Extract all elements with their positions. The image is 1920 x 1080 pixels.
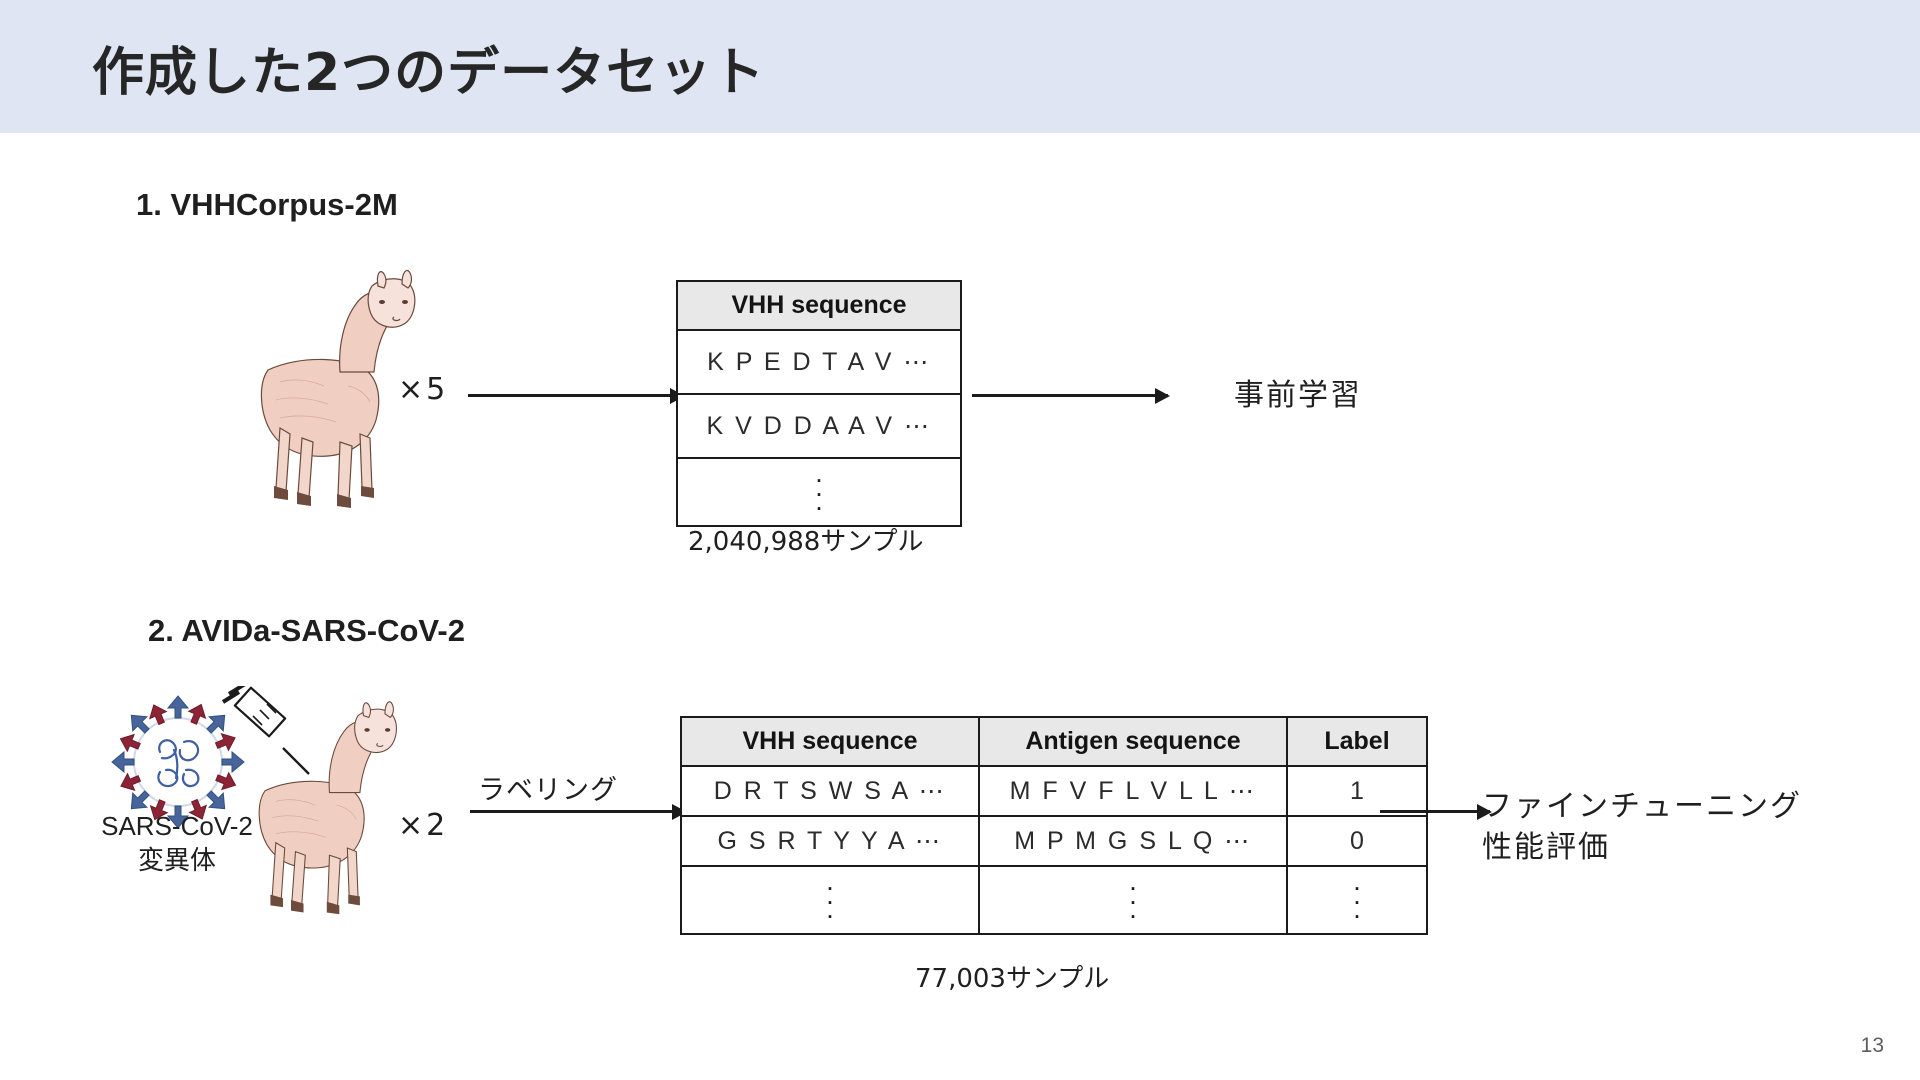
- caption-sample-count-2: 77,003サンプル: [915, 964, 1110, 994]
- table-row: G S R T Y Y A ⋯ M P M G S L Q ⋯ 0: [680, 815, 1428, 867]
- alpaca-illustration: [260, 269, 416, 508]
- table-row: K P E D T A V ⋯: [676, 329, 962, 395]
- syringe-icon: [221, 686, 310, 775]
- section-heading-avida: 2. AVIDa-SARS-CoV-2: [148, 613, 465, 648]
- table-row: ···: [676, 456, 962, 528]
- virus-caption-line-1: SARS-CoV-2: [101, 811, 253, 841]
- column-header-label: Label: [1286, 716, 1428, 767]
- column-header-vhh-sequence: VHH sequence: [676, 280, 962, 331]
- arrow-to-pretraining: [972, 394, 1168, 397]
- table-header-row: VHH sequence: [676, 280, 962, 331]
- vertical-ellipsis-icon: ···: [825, 872, 835, 931]
- output-label-line-2: 性能評価: [1482, 830, 1610, 866]
- cell-antigen-sequence: M F V F L V L L ⋯: [978, 765, 1288, 817]
- vertical-ellipsis-icon: ···: [814, 464, 824, 523]
- vhhcorpus-table: VHH sequence K P E D T A V ⋯ K V D D A A…: [676, 280, 962, 528]
- table-header-row: VHH sequence Antigen sequence Label: [680, 716, 1428, 767]
- arrow-to-table-2: [470, 810, 685, 813]
- cell-vertical-ellipsis: ···: [978, 864, 1288, 936]
- alpaca-illustration: [258, 701, 397, 915]
- cell-vertical-ellipsis: ···: [1286, 864, 1428, 936]
- virus-caption-line-2: 変異体: [137, 844, 216, 875]
- multiplier-x2: ×2: [398, 808, 449, 843]
- cell-vertical-ellipsis: ···: [680, 864, 980, 936]
- column-header-vhh-sequence: VHH sequence: [680, 716, 980, 767]
- caption-sample-count-1: 2,040,988サンプル: [688, 527, 924, 557]
- avida-table: VHH sequence Antigen sequence Label D R …: [680, 716, 1428, 936]
- page-title: 作成した2つのデータセット: [92, 43, 766, 103]
- output-label-finetuning: ファインチューニング 性能評価: [1482, 786, 1802, 869]
- table-row: K V D D A A V ⋯: [676, 393, 962, 459]
- virus-caption: SARS-CoV-2 変異体: [72, 810, 282, 878]
- cell-vhh-sequence: K P E D T A V ⋯: [676, 329, 962, 395]
- cell-vhh-sequence: G S R T Y Y A ⋯: [680, 815, 980, 867]
- slide-header-band: [0, 0, 1920, 133]
- column-header-antigen-sequence: Antigen sequence: [978, 716, 1288, 767]
- arrow-to-finetuning: [1380, 810, 1490, 813]
- output-label-pretraining: 事前学習: [1234, 378, 1362, 413]
- arrow-to-table-1: [468, 394, 683, 397]
- page-number: 13: [1860, 1034, 1884, 1057]
- cell-vhh-sequence: D R T S W S A ⋯: [680, 765, 980, 817]
- vertical-ellipsis-icon: ···: [1352, 872, 1362, 931]
- table-row: ··· ··· ···: [680, 864, 1428, 936]
- vertical-ellipsis-icon: ···: [1128, 872, 1138, 931]
- cell-label: 0: [1286, 815, 1428, 867]
- output-label-line-1: ファインチューニング: [1482, 789, 1802, 824]
- cell-label: 1: [1286, 765, 1428, 817]
- virus-illustration: [111, 695, 245, 829]
- cell-vhh-sequence: K V D D A A V ⋯: [676, 393, 962, 459]
- table-row: D R T S W S A ⋯ M F V F L V L L ⋯ 1: [680, 765, 1428, 817]
- cell-vertical-ellipsis: ···: [676, 456, 962, 528]
- section-heading-vhhcorpus: 1. VHHCorpus-2M: [136, 187, 398, 222]
- arrow-label-labeling: ラベリング: [478, 775, 618, 806]
- multiplier-x5: ×5: [398, 372, 449, 407]
- cell-antigen-sequence: M P M G S L Q ⋯: [978, 815, 1288, 867]
